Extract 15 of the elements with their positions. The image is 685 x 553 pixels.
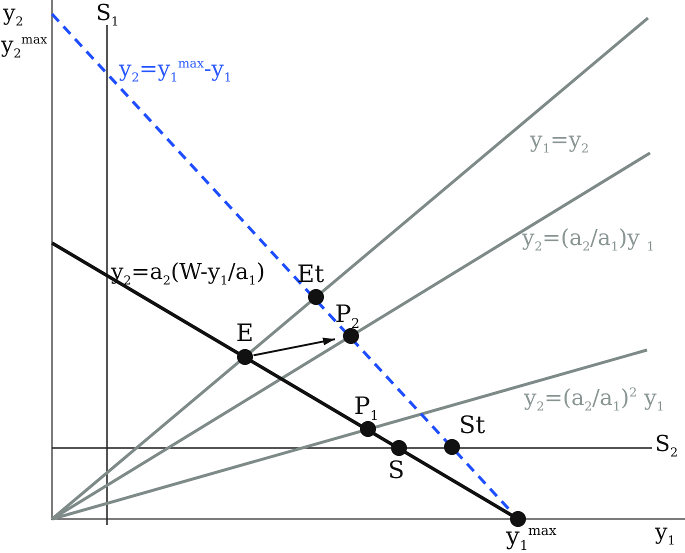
point-label: St [459, 413, 486, 437]
point-label: E [236, 321, 254, 345]
equation-label: y$_{2}$=y$_{1}$$^{max}$-y$_{1}$ [119, 59, 232, 81]
equation-label: y$_{2}$=(a$_{2}$/a$_{1}$)$^{2}$ y$_{1}$ [524, 388, 664, 410]
axis-label: y$_{2}$ [3, 3, 24, 25]
equation-label: y$_{1}$=y$_{2}$ [530, 130, 589, 152]
point-label: S [388, 458, 404, 482]
line-label: S$_{1}$ [96, 3, 119, 25]
arrow [253, 338, 336, 356]
point-label: Et [297, 262, 324, 286]
point-label: P$_{1}$ [354, 394, 379, 418]
line-label: S$_{2}$ [655, 434, 678, 456]
axis-label: y$_{1}$ [655, 522, 676, 544]
equation-label: y$_{2}$=(a$_{2}$/a$_{1}$)y $_{1}$ [522, 228, 654, 250]
point-label: P$_{2}$ [335, 302, 360, 326]
